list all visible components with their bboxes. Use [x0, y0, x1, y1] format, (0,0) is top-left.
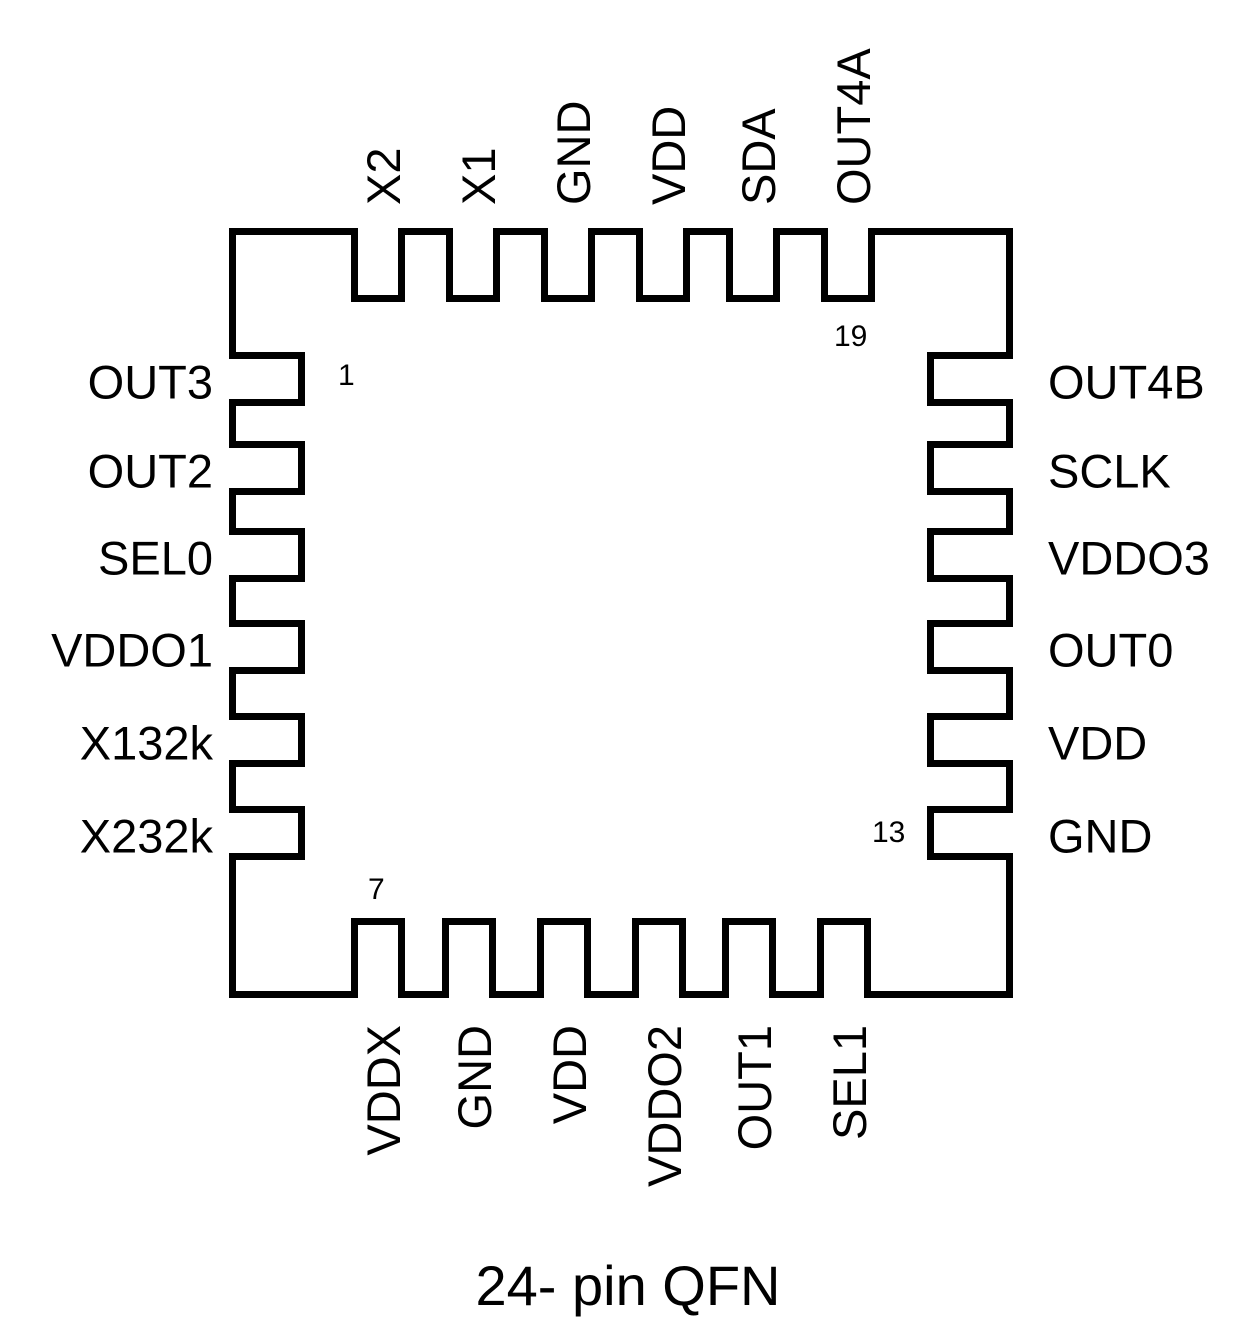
- pin-pad-top-3: [541, 228, 595, 302]
- pin-label-right-2: SCLK: [1048, 444, 1171, 498]
- pin-pad-top-2: [446, 228, 500, 302]
- pin-label-top-1: X2: [357, 147, 410, 206]
- pin-label-left-2: OUT2: [87, 444, 213, 498]
- pin-pad-bottom-1: [351, 918, 405, 998]
- pin-label-right-1: OUT4B: [1048, 355, 1205, 409]
- pin-label-bottom-3: VDD: [543, 1025, 596, 1125]
- pin-pad-bottom-4: [632, 918, 686, 998]
- pin-label-bottom-5: OUT1: [728, 1025, 781, 1151]
- pin-label-top-6: OUT4A: [827, 48, 880, 205]
- pin-pad-right-1: [927, 352, 1013, 406]
- pin-label-bottom-4: VDDO2: [638, 1025, 691, 1187]
- pin-label-left-3: SEL0: [98, 531, 213, 585]
- package-body-outline: [229, 228, 1013, 998]
- pin-label-left-5: X132k: [79, 716, 213, 770]
- pin-pad-left-2: [229, 441, 305, 495]
- pin-label-top-4: VDD: [642, 105, 695, 205]
- pin-number-1: 1: [338, 359, 355, 392]
- pin-label-top-2: X1: [452, 147, 505, 206]
- pin-pad-right-3: [927, 528, 1013, 582]
- pin-label-right-6: GND: [1048, 809, 1153, 863]
- pin-label-right-3: VDDO3: [1048, 531, 1210, 585]
- diagram-caption: 24- pin QFN: [475, 1254, 781, 1317]
- pin-number-7: 7: [368, 873, 385, 906]
- pin-pad-right-6: [927, 806, 1013, 860]
- pin-pad-top-5: [726, 228, 780, 302]
- pin-pad-top-6: [821, 228, 875, 302]
- pin-label-bottom-2: GND: [448, 1025, 501, 1130]
- pin-pad-left-1: [229, 352, 305, 406]
- pin-pad-right-4: [927, 620, 1013, 674]
- pin-label-right-5: VDD: [1048, 716, 1148, 770]
- pin-label-bottom-1: VDDX: [357, 1025, 410, 1156]
- pin-label-top-3: GND: [547, 100, 600, 205]
- pin-label-bottom-6: SEL1: [823, 1025, 876, 1140]
- pin-label-left-4: VDDO1: [51, 623, 213, 677]
- pin-pad-top-4: [636, 228, 690, 302]
- pin-number-13: 13: [872, 816, 906, 849]
- pin-pad-left-3: [229, 528, 305, 582]
- pin-pad-left-5: [229, 713, 305, 767]
- pin-pad-left-6: [229, 806, 305, 860]
- pin-label-left-6: X232k: [79, 809, 213, 863]
- pin-pad-top-1: [351, 228, 405, 302]
- pin-pad-bottom-3: [537, 918, 591, 998]
- pin-pad-right-5: [927, 713, 1013, 767]
- pin-pad-bottom-2: [442, 918, 496, 998]
- pin-pad-right-2: [927, 441, 1013, 495]
- pin-number-19: 19: [834, 320, 868, 353]
- pin-label-top-5: SDA: [732, 108, 785, 205]
- pin-pad-left-4: [229, 620, 305, 674]
- pin-label-right-4: OUT0: [1048, 623, 1174, 677]
- pin-pad-bottom-5: [722, 918, 776, 998]
- pin-pad-bottom-6: [817, 918, 871, 998]
- pin-label-left-1: OUT3: [87, 355, 213, 409]
